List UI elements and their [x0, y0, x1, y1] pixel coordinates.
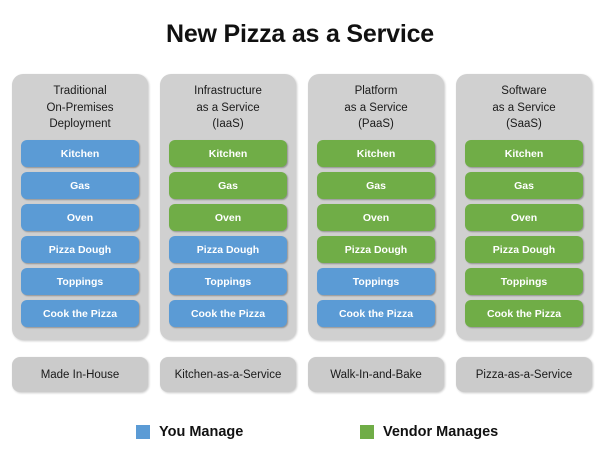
service-item-oven: Oven	[169, 204, 287, 231]
service-item-cook-the-pizza: Cook the Pizza	[21, 300, 139, 327]
service-column-header-line: (PaaS)	[358, 118, 394, 130]
service-item-toppings: Toppings	[21, 268, 139, 295]
legend-label-you-manage: You Manage	[159, 424, 244, 440]
service-column-header-line: (SaaS)	[506, 118, 542, 130]
service-item-toppings: Toppings	[317, 268, 435, 295]
service-item-kitchen: Kitchen	[465, 140, 583, 167]
service-column-header-line: as a Service	[492, 101, 556, 114]
service-item-pizza-dough: Pizza Dough	[465, 236, 583, 263]
service-item-pizza-dough: Pizza Dough	[169, 236, 287, 263]
service-item-gas: Gas	[169, 172, 287, 199]
service-column-header: Infrastructure as a Service (IaaS)	[169, 83, 287, 133]
service-column-header-line: Deployment	[49, 118, 111, 130]
service-column-header-line: Platform	[354, 85, 398, 97]
service-item-toppings: Toppings	[465, 268, 583, 295]
legend-swatch-you-manage-icon	[136, 425, 150, 439]
service-item-gas: Gas	[21, 172, 139, 199]
service-item-pizza-dough: Pizza Dough	[21, 236, 139, 263]
service-model-footer-labels: Made In-House Kitchen-as-a-Service Walk-In…	[12, 357, 592, 392]
service-item-toppings: Toppings	[169, 268, 287, 295]
service-item-pizza-dough: Pizza Dough	[317, 236, 435, 263]
service-item-cook-the-pizza: Cook the Pizza	[169, 300, 287, 327]
service-item-cook-the-pizza: Cook the Pizza	[317, 300, 435, 327]
service-footer-label-platform-as-a-service-paas: Walk-In-and-Bake	[308, 357, 444, 392]
service-column-header-line: (IaaS)	[212, 118, 244, 130]
service-item-kitchen: Kitchen	[21, 140, 139, 167]
legend-entry-vendor-manages: Vendor Manages	[360, 424, 498, 440]
legend-entry-you-manage: You Manage	[136, 424, 243, 440]
service-column-header-line: as a Service	[344, 101, 408, 114]
service-footer-label-software-as-a-service-saas: Pizza-as-a-Service	[456, 357, 592, 392]
service-column-header: Software as a Service (SaaS)	[465, 83, 583, 133]
service-footer-label-infrastructure-as-a-service-iaas: Kitchen-as-a-Service	[160, 357, 296, 392]
service-column-header: Platform as a Service (PaaS)	[317, 83, 435, 133]
service-item-kitchen: Kitchen	[169, 140, 287, 167]
service-item-kitchen: Kitchen	[317, 140, 435, 167]
service-column-header-line: Traditional	[53, 85, 107, 97]
service-item-gas: Gas	[465, 172, 583, 199]
service-item-cook-the-pizza: Cook the Pizza	[465, 300, 583, 327]
legend: You Manage Vendor Manages	[0, 424, 600, 448]
service-item-oven: Oven	[465, 204, 583, 231]
service-item-oven: Oven	[317, 204, 435, 231]
service-column-header-line: Software	[501, 85, 547, 97]
legend-swatch-vendor-manages-icon	[360, 425, 374, 439]
service-column-header-line: On-Premises	[46, 101, 114, 114]
service-item-gas: Gas	[317, 172, 435, 199]
service-footer-label-traditional-on-premises-deployment: Made In-House	[12, 357, 148, 392]
legend-label-vendor-manages: Vendor Manages	[383, 424, 499, 440]
service-column-header-line: Infrastructure	[194, 85, 262, 97]
service-item-oven: Oven	[21, 204, 139, 231]
page-title: New Pizza as a Service	[166, 20, 434, 48]
service-column-header-line: as a Service	[196, 101, 260, 114]
